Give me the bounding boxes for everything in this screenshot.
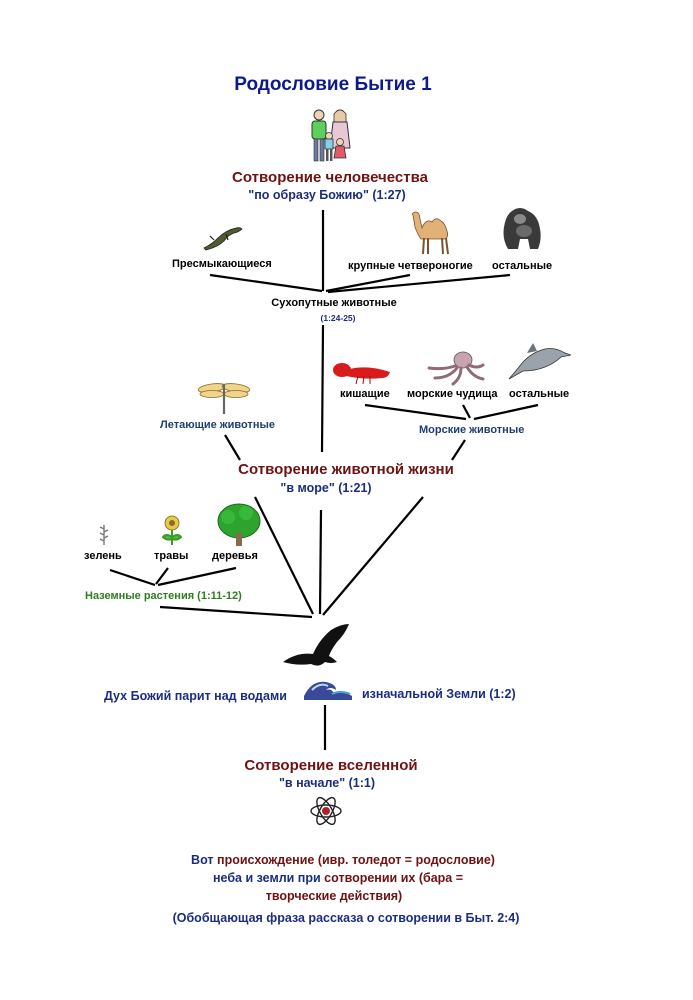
spirit-label-left: Дух Божий парит над водами [104, 689, 287, 703]
page-title: Родословие Бытие 1 [234, 74, 432, 95]
universe-quote: "в начале" (1:1) [278, 776, 376, 790]
lobster-icon [333, 363, 390, 385]
lizard-icon [203, 227, 243, 251]
flying-animals-label: Летающие животные [160, 419, 275, 431]
land-child-others: остальные [492, 260, 553, 272]
footer-line-2-b: сотворении их (бара = [324, 871, 464, 885]
land-animals-ref: (1:24-25) [320, 313, 356, 323]
sea-child-teeming: кишащие [340, 388, 390, 400]
humanity-heading: Сотворение человечества [232, 169, 428, 186]
footer-line-1: Вот происхождение (ивр. толедот = родосл… [191, 853, 495, 867]
connector-land-others [327, 273, 511, 294]
wave-icon [304, 681, 352, 700]
connector-teeming [364, 403, 467, 421]
dragonfly-icon [197, 383, 251, 414]
spirit-label-right: изначальной Земли (1:2) [362, 687, 516, 701]
sea-animals-label: Морские животные [419, 424, 525, 436]
plant-child-grasses: травы [154, 550, 189, 562]
connector-sea [451, 439, 466, 461]
sea-child-others: остальные [509, 388, 570, 400]
land-child-reptiles: Пресмыкающиеся [172, 258, 272, 270]
connector-trees [157, 566, 237, 587]
connector-reptiles [209, 273, 323, 293]
land-child-quadrupeds: крупные четвероногие [348, 260, 473, 272]
footer-summary: (Обобщающая фраза рассказа о сотворении … [172, 911, 520, 925]
connector-plants-eagle [159, 605, 313, 619]
eagle-icon [283, 624, 349, 666]
footer-line-1-a: Вот [191, 853, 214, 867]
connector-grasses [155, 567, 169, 585]
animal-life-heading: Сотворение животной жизни [238, 461, 454, 478]
universe-heading: Сотворение вселенной [244, 757, 418, 774]
atom-icon [310, 796, 342, 826]
plant-child-greenery: зелень [84, 550, 122, 562]
footer-line-3: творческие действия) [265, 889, 403, 903]
humanity-quote: "по образу Божию" (1:27) [248, 188, 406, 202]
plants-label: Наземные растения (1:11-12) [85, 590, 242, 602]
connector-greenery [109, 568, 156, 587]
footer-line-2: неба и земли при сотворении их (бара = [213, 871, 463, 885]
animal-life-quote: "в море" (1:21) [280, 481, 372, 495]
camel-icon [411, 211, 449, 255]
connector-animal-mid [318, 509, 323, 615]
connector-quadrupeds [325, 273, 411, 293]
connector-land-animal-life [320, 324, 325, 453]
greenery-icon [99, 525, 109, 545]
flower-icon [161, 515, 183, 545]
connector-flying [224, 434, 241, 461]
connector-sea-others [473, 403, 539, 421]
gorilla-icon [503, 208, 541, 249]
footer-line-2-a: неба и земли при [212, 871, 321, 885]
connector-animal-right [322, 496, 424, 616]
connector-monsters [462, 404, 471, 419]
connector-animal-left [254, 496, 314, 615]
octopus-icon [427, 351, 485, 386]
tree-icon [217, 503, 261, 546]
footer-line-1-b: происхождение (ивр. толедот = родословие… [217, 853, 495, 867]
ichthyosaur-icon [508, 343, 571, 380]
land-animals-label: Сухопутные животные [271, 297, 397, 309]
family-icon [311, 109, 351, 162]
plant-child-trees: деревья [212, 550, 258, 562]
sea-child-monsters: морские чудища [407, 388, 498, 400]
